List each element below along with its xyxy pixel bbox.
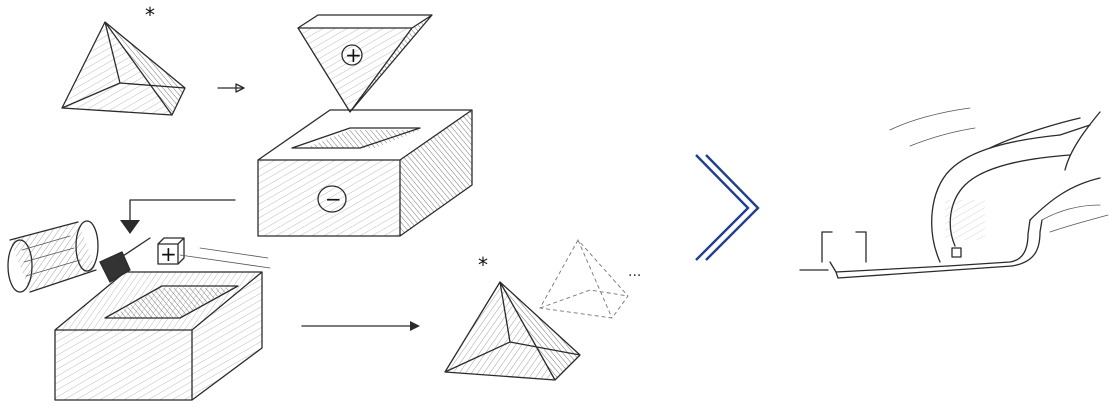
arrow-to-final-pyramid (302, 321, 420, 331)
pyramid-ghost-dashed: ... (540, 240, 641, 318)
plus-symbol-cube: + (160, 242, 177, 266)
inverted-pyramid-plus: + (298, 15, 432, 112)
pyramid-top-left: * (62, 3, 185, 115)
arrow-to-inverted-pyramid (218, 84, 244, 92)
paint-can (8, 221, 98, 292)
ellipsis-mark: ... (628, 264, 641, 280)
star-mark: * (145, 3, 155, 27)
arrow-down-left (120, 200, 235, 234)
hand-placing-cube-sketch (800, 108, 1108, 278)
box-minus: − (258, 110, 472, 236)
small-plus-cube: + (158, 238, 184, 266)
star-mark-final: * (478, 253, 488, 277)
plus-symbol-top: + (345, 43, 362, 67)
minus-symbol: − (325, 187, 342, 211)
chevron-right-icon (696, 155, 758, 260)
